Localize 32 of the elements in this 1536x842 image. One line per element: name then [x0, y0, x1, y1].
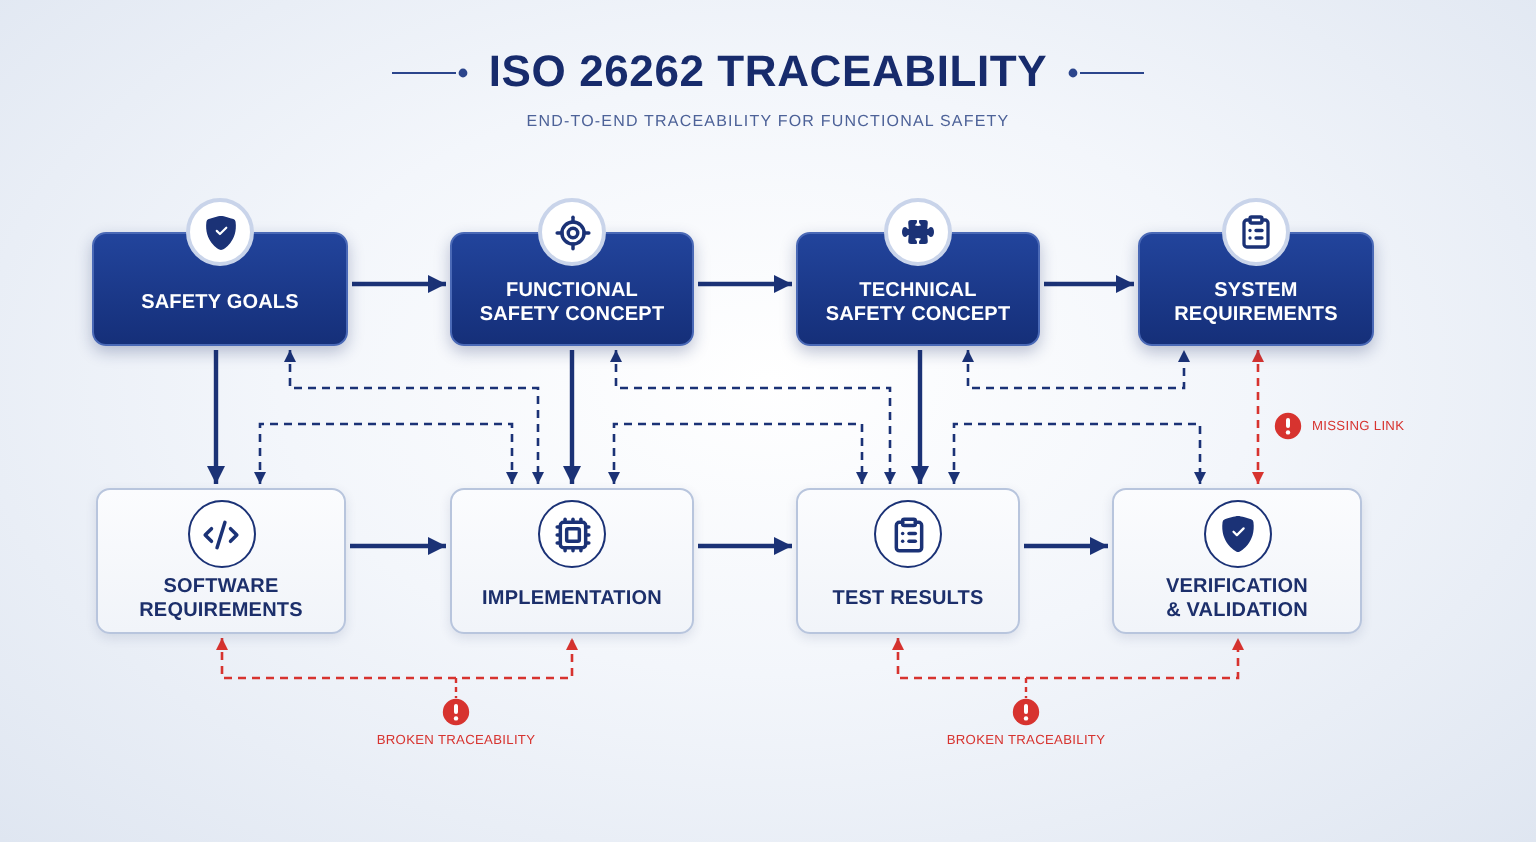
arrow — [563, 350, 581, 484]
dashed-arrow — [608, 422, 868, 484]
dashed-arrow — [948, 422, 1206, 484]
process-box — [796, 488, 1020, 634]
process-box — [96, 488, 346, 634]
box-label: VERIFICATION & VALIDATION — [1163, 576, 1310, 624]
dashed-arrow — [1252, 350, 1264, 484]
box-label: IMPLEMENTATION — [482, 588, 662, 612]
box-label: TEST RESULTS — [832, 588, 984, 612]
dashed-arrow — [892, 638, 1244, 680]
box-label: SYSTEM REQUIREMENTS — [1172, 279, 1340, 327]
subtitle: END-TO-END TRACEABILITY FOR FUNCTIONAL SAFETY — [526, 110, 1010, 132]
arrow — [207, 350, 225, 484]
title: ISO 26262 TRACEABILITY — [488, 46, 1048, 98]
arrow — [352, 275, 446, 293]
arrow — [698, 537, 792, 555]
box-label: TECHNICAL SAFETY CONCEPT — [823, 279, 1013, 327]
process-box — [450, 488, 694, 634]
arrow — [911, 350, 929, 484]
arrow — [350, 537, 446, 555]
dashed-arrow — [216, 638, 578, 680]
arrow — [1024, 537, 1108, 555]
arrow — [1044, 275, 1134, 293]
dashed-arrow — [254, 422, 518, 484]
dashed-arrow — [962, 350, 1190, 390]
box-label: FUNCTIONAL SAFETY CONCEPT — [477, 279, 667, 327]
process-box — [1112, 488, 1362, 634]
box-label: SAFETY GOALS — [141, 291, 299, 315]
dashed-arrow — [610, 350, 896, 484]
dashed-arrow — [284, 350, 544, 484]
box-label: SOFTWARE REQUIREMENTS — [137, 576, 305, 624]
arrow — [698, 275, 792, 293]
